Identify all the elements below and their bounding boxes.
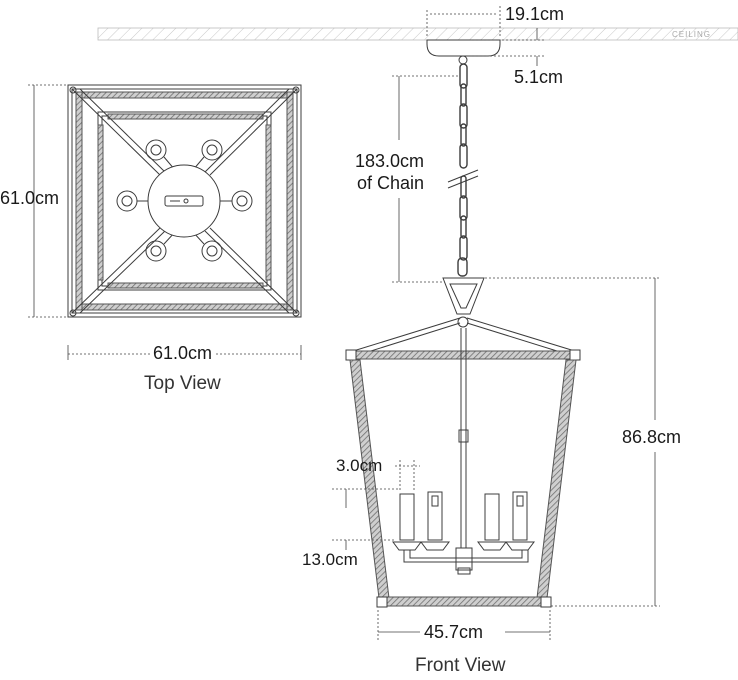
canopy-height-label: 5.1cm	[514, 67, 564, 87]
chain-length-label: 183.0cm	[355, 151, 425, 171]
candle-height-label: 13.0cm	[302, 550, 358, 569]
top-view-width-label: 61.0cm	[150, 343, 216, 363]
front-view-dimensions	[332, 277, 660, 640]
chain-break	[447, 169, 479, 189]
candle-diameter-label: 3.0cm	[336, 456, 383, 475]
top-view-height-label: 61.0cm	[0, 188, 60, 208]
canopy-dimension	[426, 6, 545, 66]
overall-height-label: 86.8cm	[622, 427, 682, 447]
front-view-title: Front View	[415, 655, 506, 676]
top-view-title: Top View	[144, 373, 221, 394]
ceiling-label: CEILING	[672, 30, 712, 39]
lantern-front	[345, 277, 581, 608]
top-view-drawing	[67, 84, 302, 318]
canopy-width-label: 19.1cm	[505, 4, 565, 24]
canopy	[426, 39, 501, 65]
chain-dimension	[392, 75, 460, 283]
chain-sub-label: of Chain	[357, 173, 425, 193]
ceiling	[97, 27, 738, 41]
chain	[457, 63, 468, 277]
bottom-width-label: 45.7cm	[424, 622, 484, 642]
